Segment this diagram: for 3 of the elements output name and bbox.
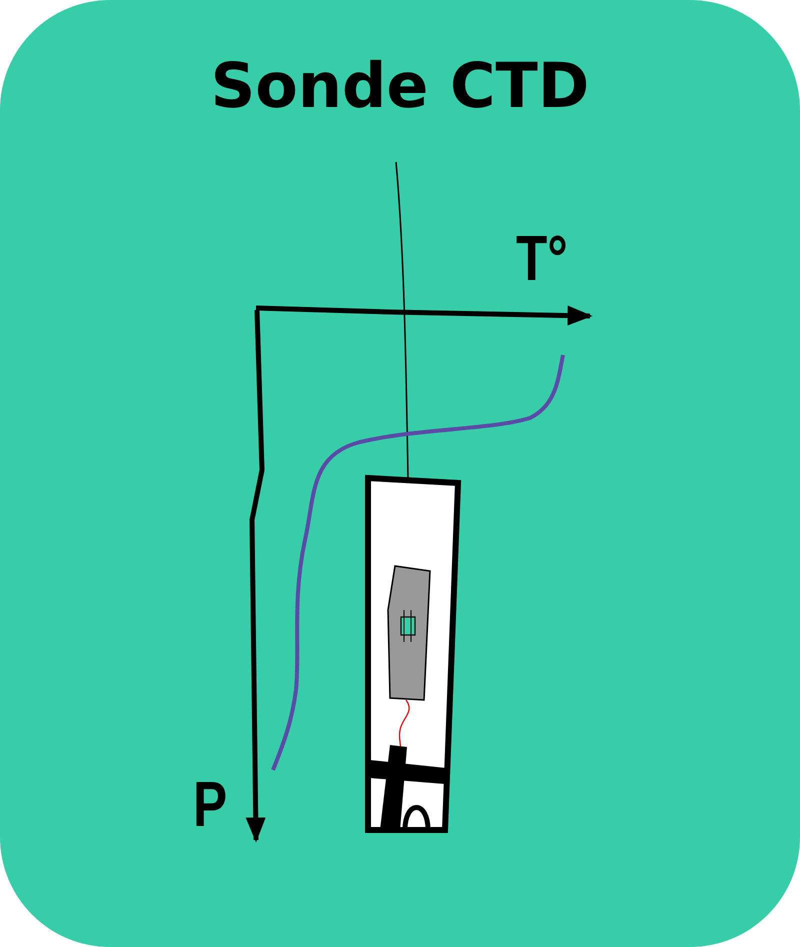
axis-label: P — [193, 772, 228, 836]
title: Sonde CTD — [210, 48, 590, 124]
axis-label: T° — [516, 226, 568, 290]
